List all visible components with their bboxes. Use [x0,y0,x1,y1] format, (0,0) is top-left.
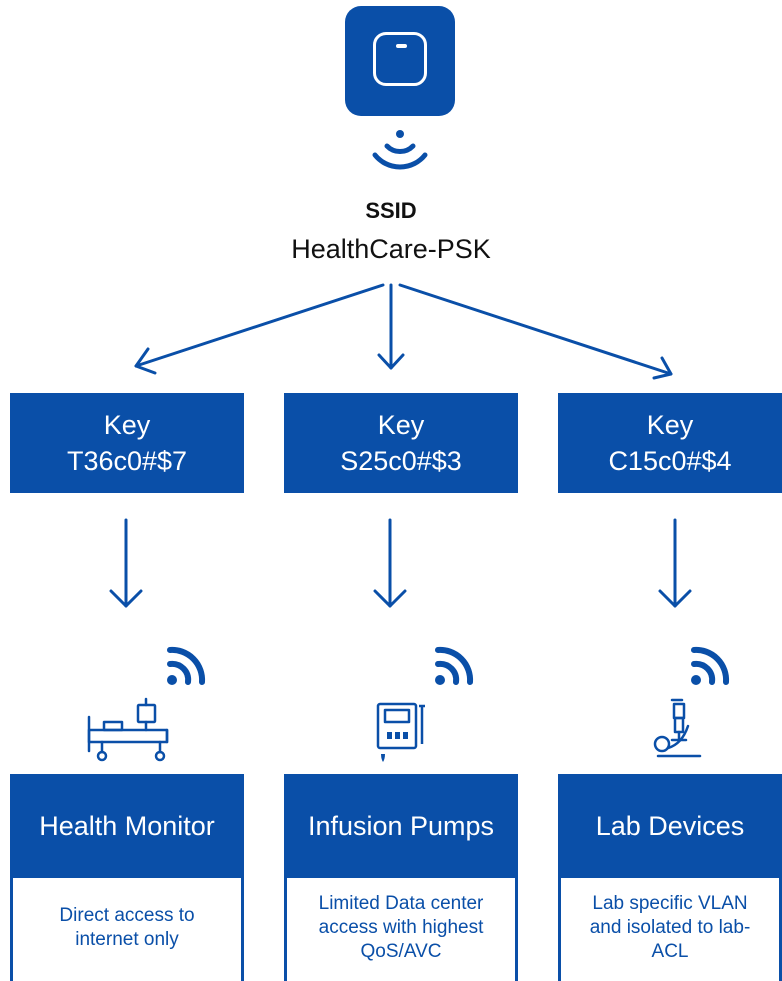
key-value: C15c0#$4 [608,446,732,476]
access-point-icon [345,6,455,116]
key-box-2: Key S25c0#$3 [284,393,518,493]
ssid-name: HealthCare-PSK [291,234,491,264]
key-label: Key [646,410,694,440]
ssid-label: SSID [365,198,417,223]
key-label: Key [103,410,151,440]
device-title-box-1: Health Monitor [10,774,244,878]
hospital-bed-icon [87,697,169,762]
wifi-icon [691,646,730,685]
device-title: Lab Devices [595,810,745,841]
device-title: Health Monitor [39,810,215,841]
device-description-box-1: Direct access to internet only [10,878,244,981]
key-value: S25c0#$3 [340,446,462,476]
infusion-pump-icon [376,702,425,762]
microscope-icon [653,698,702,758]
device-title-box-2: Infusion Pumps [284,774,518,878]
wifi-icon [167,646,206,685]
key-label: Key [377,410,425,440]
device-title: Infusion Pumps [307,810,495,841]
device-description-box-3: Lab specific VLAN and isolated to lab-AC… [558,878,782,981]
device-description: Lab specific VLAN and isolated to lab-AC… [589,893,751,962]
device-title-box-3: Lab Devices [558,774,782,878]
key-value: T36c0#$7 [66,446,188,476]
device-description: Limited Data center access with highest … [318,893,484,962]
key-box-3: Key C15c0#$4 [558,393,782,493]
device-description: Direct access to internet only [59,905,195,950]
wifi-icon [435,646,474,685]
key-box-1: Key T36c0#$7 [10,393,244,493]
device-description-box-2: Limited Data center access with highest … [284,878,518,981]
